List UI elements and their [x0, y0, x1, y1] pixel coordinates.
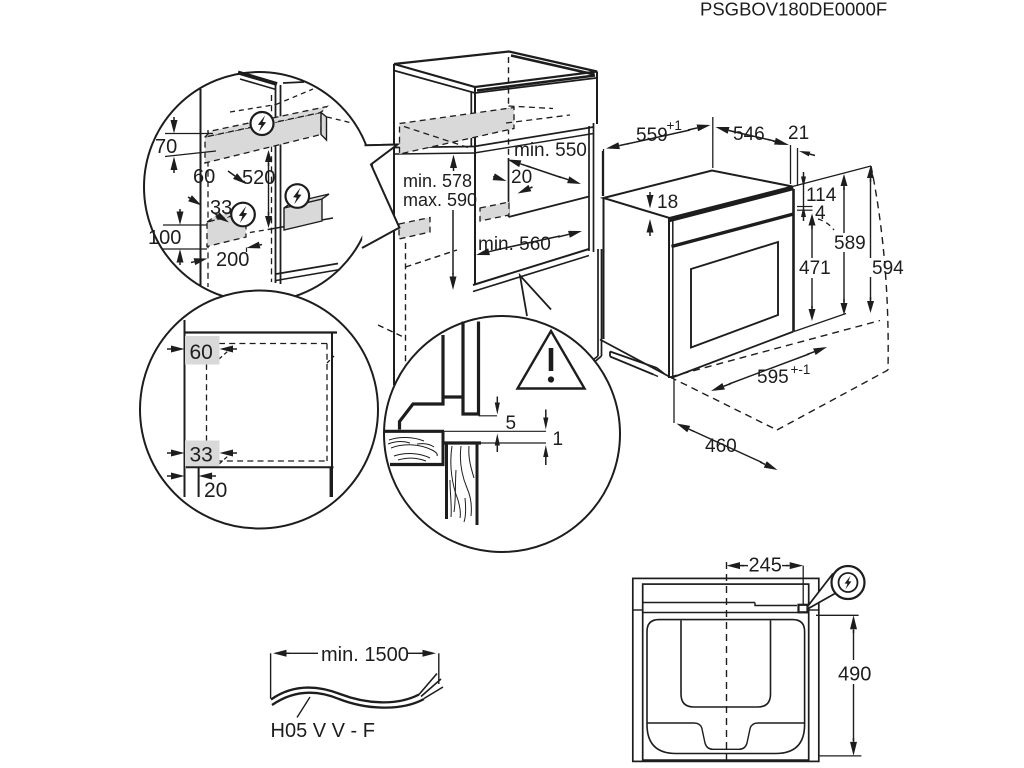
- svg-text:+1: +1: [667, 118, 682, 133]
- svg-text:1: 1: [553, 429, 564, 450]
- svg-text:33: 33: [190, 444, 213, 467]
- svg-text:max. 590: max. 590: [403, 190, 477, 210]
- svg-text:200: 200: [216, 249, 249, 271]
- svg-text:min. 550: min. 550: [514, 140, 587, 161]
- svg-text:min. 578: min. 578: [403, 171, 472, 191]
- svg-text:min. 1500: min. 1500: [321, 644, 409, 666]
- svg-text:20: 20: [204, 479, 227, 502]
- svg-text:5: 5: [506, 413, 517, 434]
- svg-text:20: 20: [511, 167, 532, 188]
- svg-text:490: 490: [838, 664, 871, 686]
- svg-text:70: 70: [155, 136, 177, 158]
- svg-text:546: 546: [733, 124, 765, 145]
- svg-text:60: 60: [190, 341, 213, 364]
- svg-text:21: 21: [788, 123, 809, 144]
- svg-text:60: 60: [193, 166, 215, 188]
- svg-text:+-1: +-1: [791, 362, 811, 377]
- svg-text:460: 460: [705, 436, 737, 457]
- svg-text:114: 114: [806, 185, 837, 206]
- svg-text:595: 595: [757, 367, 789, 388]
- svg-text:245: 245: [749, 555, 782, 577]
- svg-text:471: 471: [799, 258, 831, 279]
- svg-text:559: 559: [636, 125, 668, 146]
- svg-text:589: 589: [834, 233, 866, 254]
- svg-text:4: 4: [815, 203, 826, 224]
- svg-text:18: 18: [657, 192, 678, 213]
- svg-text:PSGBOV180DE0000F: PSGBOV180DE0000F: [700, 0, 887, 20]
- svg-text:520: 520: [242, 167, 275, 189]
- svg-text:H05 V V - F: H05 V V - F: [271, 720, 375, 742]
- svg-text:594: 594: [872, 258, 904, 279]
- svg-text:100: 100: [148, 227, 181, 249]
